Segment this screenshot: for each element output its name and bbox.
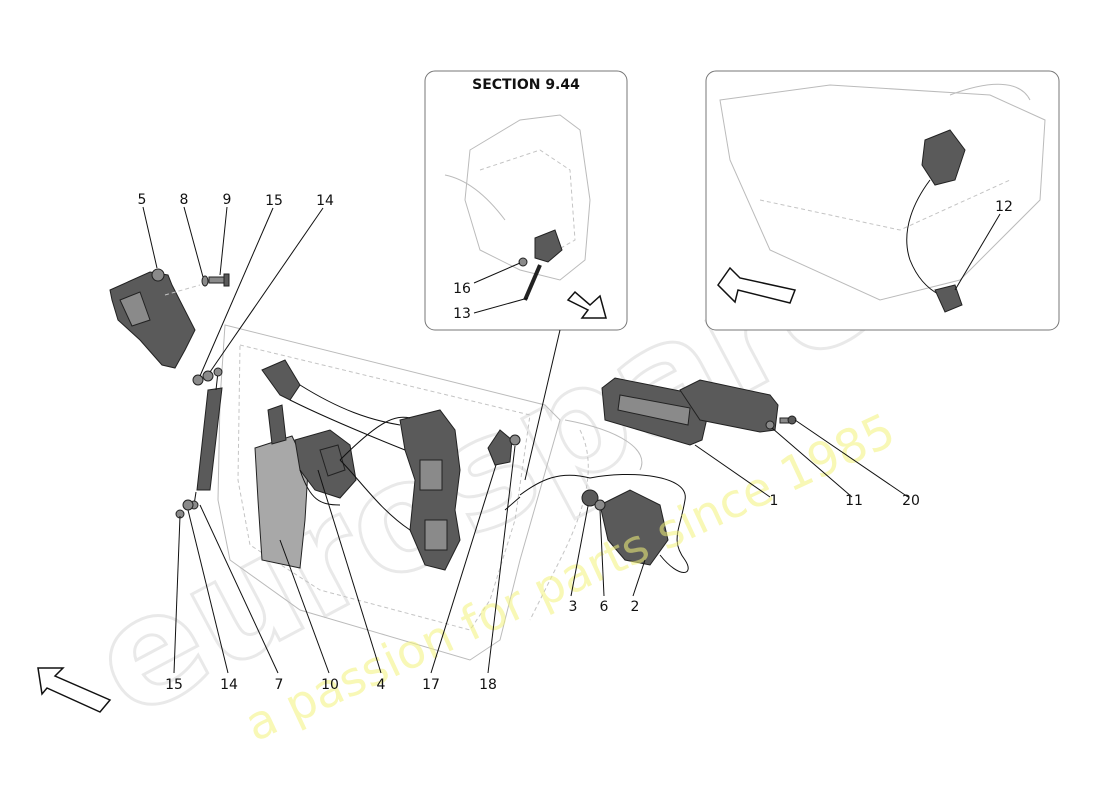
callout-14-top: 14 (316, 193, 334, 209)
view-direction-arrow (37, 667, 112, 713)
callout-13: 13 (453, 306, 471, 322)
part-1-carrier (601, 377, 779, 446)
part-2-lock-actuator (504, 474, 689, 573)
callout-5: 5 (138, 192, 147, 208)
part-8-washer (201, 275, 209, 287)
callout-1: 1 (770, 493, 779, 509)
part-20-screw (779, 415, 797, 425)
leader-lines (142, 206, 1001, 674)
part-12-cable-end (906, 129, 966, 313)
callout-9: 9 (223, 192, 232, 208)
callout-17: 17 (422, 677, 440, 693)
inset-section: SECTION 9.44 (424, 70, 628, 331)
callouts: 5 8 9 15 14 16 13 12 1 11 20 3 6 2 15 14… (138, 192, 1013, 693)
callout-15-bottom: 15 (165, 677, 183, 693)
callout-14-bottom: 14 (220, 677, 238, 693)
part-11-screw (765, 420, 775, 430)
part-9-bolt (208, 273, 230, 287)
part-17-bracket (487, 429, 513, 466)
callout-15-top: 15 (265, 193, 283, 209)
callout-4: 4 (377, 677, 386, 693)
callout-16: 16 (453, 281, 471, 297)
inset-view-arrow-2 (717, 266, 797, 304)
part-10-cover-plate (254, 435, 309, 569)
callout-2: 2 (631, 599, 640, 615)
part-15-top-clip (192, 374, 204, 386)
part-4-window-regulator (261, 359, 461, 571)
callout-8: 8 (180, 192, 189, 208)
part-14-bottom-ball (182, 499, 194, 511)
inset-view-arrow (566, 290, 607, 319)
callout-20: 20 (902, 493, 920, 509)
part-6-ring (594, 499, 606, 511)
part-5-bracket (109, 268, 201, 369)
callout-12: 12 (995, 199, 1013, 215)
inset-part-12 (705, 70, 1060, 331)
section-title: SECTION 9.44 (472, 77, 580, 93)
part-14-top-ball (202, 370, 214, 382)
callout-3: 3 (569, 599, 578, 615)
callout-10: 10 (321, 677, 339, 693)
callout-11: 11 (845, 493, 863, 509)
callout-7: 7 (275, 677, 284, 693)
part-16-fastener (518, 257, 528, 267)
part-18-clip (509, 434, 521, 446)
part-3-cylinder (581, 489, 599, 507)
callout-6: 6 (600, 599, 609, 615)
callout-18: 18 (479, 677, 497, 693)
part-7-gas-strut (189, 367, 223, 510)
part-13-release-handle (523, 229, 563, 301)
